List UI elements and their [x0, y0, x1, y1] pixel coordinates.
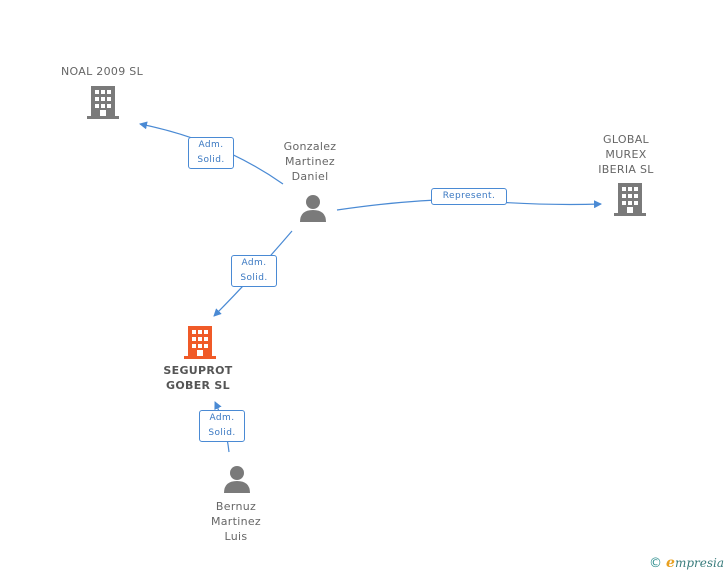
- edge-label-gonzalez-global[interactable]: Represent.: [431, 188, 507, 205]
- node-label-gonzalez: Gonzalez Martinez Daniel: [283, 140, 337, 183]
- person-icon[interactable]: [298, 193, 328, 227]
- edge-label-bernuz-seguprot[interactable]: Adm. Solid.: [199, 410, 245, 442]
- node-label-global: GLOBAL MUREX IBERIA SL: [598, 133, 654, 176]
- person-icon[interactable]: [222, 464, 252, 498]
- copyright-symbol: ©: [649, 556, 663, 571]
- edge-label-gonzalez-noal[interactable]: Adm. Solid.: [188, 137, 234, 169]
- node-label-noal: NOAL 2009 SL: [60, 65, 144, 78]
- node-label-seguprot: SEGUPROT GOBER SL: [163, 364, 233, 392]
- building-icon-main[interactable]: [184, 324, 216, 364]
- node-label-bernuz: Bernuz Martinez Luis: [210, 500, 262, 543]
- brand-footer: ©empresia: [649, 555, 724, 571]
- building-icon[interactable]: [87, 84, 119, 124]
- edge-label-gonzalez-seguprot[interactable]: Adm. Solid.: [231, 255, 277, 287]
- brand-logo: empresia: [666, 555, 724, 571]
- building-icon[interactable]: [614, 181, 646, 221]
